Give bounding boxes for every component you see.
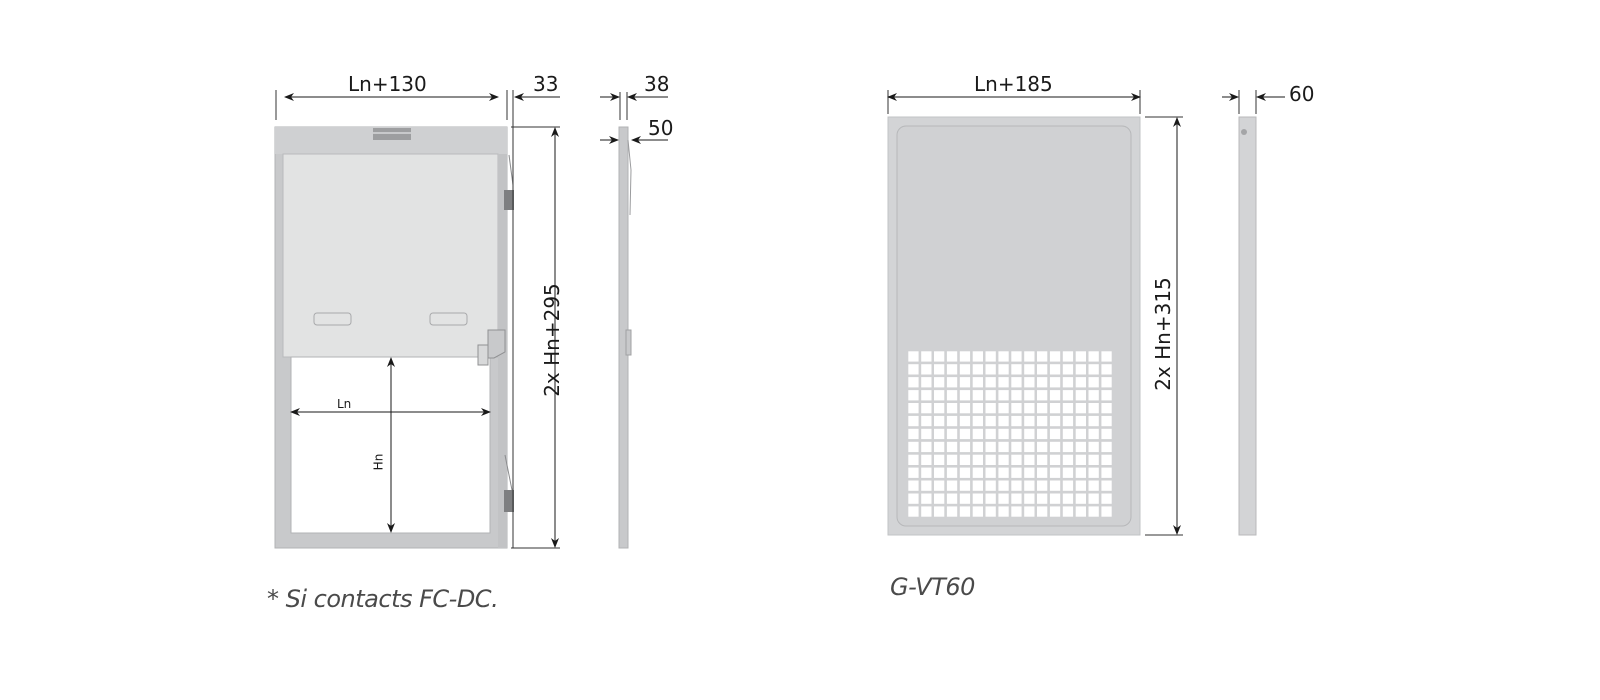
profile-dimension-38: 38 (644, 72, 670, 96)
height-dimension-left: 2x Hn+295 (540, 283, 564, 397)
ventilation-grid (908, 351, 1112, 517)
inner-width-label: Ln (337, 397, 352, 411)
width-dimension-left: Ln+130 (348, 72, 427, 96)
offset-dimension-left: 33 (533, 72, 559, 96)
caption-model: G-VT60 (890, 573, 975, 601)
inner-height-label: Hn (371, 453, 386, 471)
profile-dimension-50: 50 (648, 116, 674, 140)
width-dimension-right: Ln+185 (974, 72, 1053, 96)
caption-contacts-note: * Si contacts FC-DC. (267, 585, 499, 613)
height-dimension-right: 2x Hn+315 (1151, 277, 1175, 391)
profile-dimension-60: 60 (1289, 82, 1315, 106)
